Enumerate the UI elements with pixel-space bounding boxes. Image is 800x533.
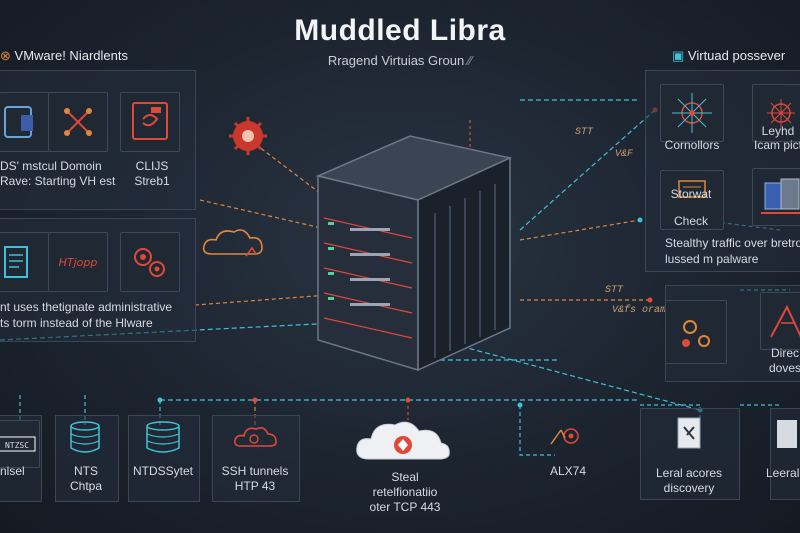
- network-device-icon: [660, 170, 724, 230]
- center-label-1: Steal: [391, 470, 419, 484]
- file-icon: [775, 418, 799, 452]
- right-top-label-1: Stealthy traffic over bretron: [665, 236, 800, 250]
- gear-cluster-icon: [665, 300, 727, 364]
- left-mid-label-2: ts torm instead of the Hlware: [0, 316, 153, 330]
- bottom-label-2b: Chtpa: [69, 479, 103, 493]
- left-top-label-1: DS' mstcul Domoin: [0, 159, 102, 173]
- database-icon: [0, 92, 50, 152]
- controllers-label: Cornollors: [664, 138, 720, 152]
- gears-icon: [120, 232, 180, 292]
- right-mid-label-1: Direc: [770, 346, 799, 360]
- left-top-label-2: Rave: Starting VH est: [0, 174, 116, 188]
- bottom-label-3: NTDSSytet: [132, 464, 193, 478]
- bottom-label-5: ALX74: [549, 464, 587, 478]
- controller-network-icon: [660, 84, 724, 142]
- center-label-3: oter TCP 443: [369, 500, 441, 514]
- web-icon: [752, 84, 800, 142]
- right-label-b2: Icam pict: [753, 138, 800, 152]
- bottom-label-1: nlsel: [0, 464, 25, 478]
- svg-text:NTZSC: NTZSC: [5, 441, 29, 450]
- bottom-label-6a: Leral acores: [655, 466, 723, 480]
- database-stack-icon: [65, 420, 105, 456]
- right-label-c1: Storwat: [670, 187, 712, 201]
- bug-gear-icon: [225, 113, 271, 159]
- left-top-label-3: CLIJS: [135, 159, 169, 173]
- right-top-label-2: lussed m palware: [665, 252, 759, 266]
- discovery-document-icon: [675, 415, 705, 453]
- arrow-graph-icon: [760, 292, 800, 350]
- central-server-icon: [310, 118, 520, 378]
- bottom-label-4b: HTP 43: [234, 479, 276, 493]
- stt-tag-1: STT: [575, 127, 594, 138]
- svg-text:HTjopp: HTjopp: [59, 256, 98, 269]
- document-icon: [0, 232, 50, 292]
- vsf-tag-2: V&fs orams: [612, 305, 673, 316]
- page-title: Muddled Libra: [294, 14, 506, 47]
- page-subtitle: Rragend Virtuias Groun ∕∕: [327, 53, 473, 68]
- left-mid-label-1: nt uses thetignate administrative: [0, 300, 173, 314]
- bottom-label-7: Leeral: [766, 466, 800, 480]
- ntds-database-icon: [140, 420, 186, 456]
- vsf-tag-1: V&F: [615, 149, 634, 160]
- center-label-2: retelfionatiio: [372, 485, 438, 499]
- bottom-label-4a: SSH tunnels: [221, 464, 289, 478]
- cloud-outline-icon: [200, 222, 270, 262]
- right-top-heading: ▣ Virtuad possever: [672, 48, 786, 63]
- server-rack-icon: [752, 168, 800, 226]
- network-x-icon: [48, 92, 108, 152]
- right-label-b1: Leyhd: [761, 124, 795, 138]
- http-icon: HTjopp: [48, 232, 108, 292]
- right-mid-label-2: doves: [768, 361, 800, 375]
- alert-network-icon: [545, 420, 591, 456]
- cloud-tunnel-icon: [232, 422, 278, 452]
- tag-icon: NTZSC: [0, 420, 40, 468]
- right-label-c2: Check: [673, 214, 708, 228]
- steal-cloud-icon: [353, 415, 455, 465]
- left-top-label-4: Streb1: [134, 174, 170, 188]
- bottom-label-2a: NTS: [74, 464, 98, 478]
- left-top-heading: ⊗ VMware! Niardlents: [0, 48, 128, 63]
- hook-icon: [120, 92, 180, 152]
- bottom-label-6b: discovery: [663, 481, 715, 495]
- stt-tag-2: STT: [605, 285, 624, 296]
